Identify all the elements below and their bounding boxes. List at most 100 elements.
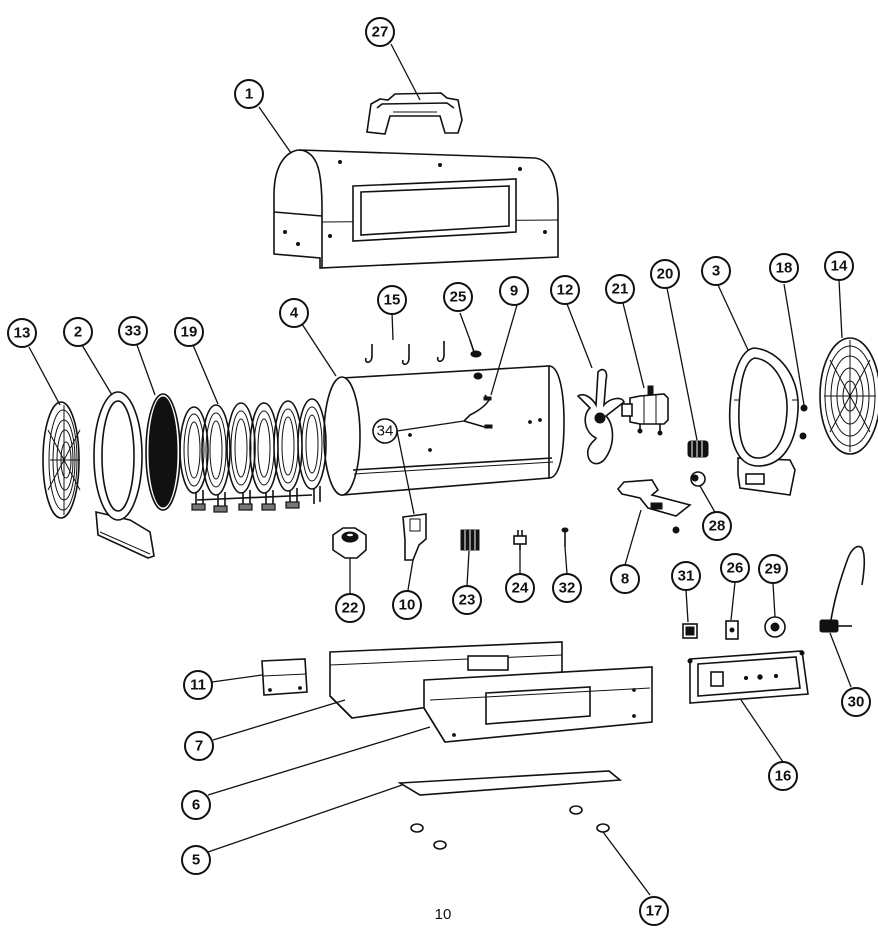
part-5-deflector-plate	[397, 770, 623, 796]
callout-4: 4	[279, 298, 309, 328]
callout-15: 15	[377, 285, 407, 315]
part-21-motor	[621, 385, 669, 436]
part-6-bottom-pan	[423, 666, 653, 743]
callout-7: 7	[184, 731, 214, 761]
svg-text:27: 27	[372, 24, 389, 41]
svg-text:18: 18	[776, 260, 793, 277]
part-27-handle	[366, 92, 463, 135]
callout-5: 5	[181, 845, 211, 875]
callout-22: 22	[335, 593, 365, 623]
part-15-bolts	[364, 341, 445, 366]
svg-text:2: 2	[74, 324, 82, 341]
part-24-connector	[513, 530, 527, 550]
callout-28: 28	[702, 511, 732, 541]
svg-text:30: 30	[848, 694, 865, 711]
callout-18: 18	[769, 253, 799, 283]
part-14-rear-fan-guard	[819, 337, 878, 455]
svg-text:7: 7	[195, 738, 203, 755]
svg-text:5: 5	[192, 852, 200, 869]
callout-17: 17	[639, 896, 669, 926]
callout-3: 3	[701, 256, 731, 286]
part-25-fastener	[469, 339, 482, 358]
callout-9: 9	[499, 276, 529, 306]
part-19-heating-coils	[179, 398, 327, 513]
part-22-thermostat	[332, 527, 367, 559]
callout-11: 11	[183, 670, 213, 700]
callout-8: 8	[610, 564, 640, 594]
part-3-rear-ring	[728, 347, 799, 496]
callout-33: 33	[118, 316, 148, 346]
svg-text:28: 28	[709, 518, 726, 535]
leader-lines	[28, 43, 852, 896]
svg-text:33: 33	[125, 323, 142, 340]
callout-27: 27	[365, 17, 395, 47]
part-12-fan-blade	[576, 368, 625, 465]
part-8-bracket	[616, 479, 692, 534]
part-10-switch-bracket	[402, 513, 427, 561]
callout-16: 16	[768, 761, 798, 791]
callout-30: 30	[841, 687, 871, 717]
callout-31: 31	[671, 561, 701, 591]
callout-25: 25	[443, 282, 473, 312]
page-number: 10	[435, 906, 452, 923]
part-4-body-cylinder	[323, 365, 565, 496]
svg-text:6: 6	[192, 797, 200, 814]
svg-text:9: 9	[510, 283, 518, 300]
svg-text:32: 32	[559, 580, 576, 597]
callout-29: 29	[758, 554, 788, 584]
svg-text:23: 23	[459, 592, 476, 609]
svg-text:34: 34	[377, 423, 394, 440]
part-20-knob	[687, 440, 709, 458]
svg-text:4: 4	[290, 305, 299, 322]
svg-text:8: 8	[621, 571, 629, 588]
svg-text:24: 24	[512, 580, 529, 597]
callout-14: 14	[824, 251, 854, 281]
part-31-switch	[682, 623, 698, 639]
callout-21: 21	[605, 274, 635, 304]
part-23-terminal-block	[460, 529, 480, 551]
svg-text:21: 21	[612, 281, 629, 298]
svg-text:15: 15	[384, 292, 401, 309]
svg-text:12: 12	[557, 282, 574, 299]
callout-23: 23	[452, 585, 482, 615]
part-11-cover-plate	[261, 658, 308, 696]
part-33-filter-disc	[145, 393, 181, 511]
callout-32: 32	[552, 573, 582, 603]
svg-text:3: 3	[712, 263, 720, 280]
svg-text:1: 1	[245, 86, 253, 103]
part-29-knob	[764, 616, 786, 638]
part-30-power-cord	[819, 545, 866, 633]
part-26-plate	[725, 620, 739, 640]
callout-13: 13	[7, 318, 37, 348]
svg-text:25: 25	[450, 289, 467, 306]
part-32-screw	[561, 527, 569, 547]
svg-text:16: 16	[775, 768, 792, 785]
callout-10: 10	[392, 590, 422, 620]
callout-2: 2	[63, 317, 93, 347]
svg-text:29: 29	[765, 561, 782, 578]
part-13-fan-guard-left	[42, 401, 81, 519]
svg-text:20: 20	[657, 266, 674, 283]
callout-19: 19	[174, 317, 204, 347]
svg-text:10: 10	[399, 597, 416, 614]
part-9-wire-leads	[463, 372, 493, 429]
callout-20: 20	[650, 259, 680, 289]
svg-text:31: 31	[678, 568, 695, 585]
svg-text:11: 11	[190, 677, 206, 694]
svg-text:13: 13	[14, 325, 31, 342]
part-2-front-ring	[93, 391, 155, 559]
part-28-small-knob	[690, 471, 706, 487]
part-16-control-panel	[687, 650, 809, 704]
callout-6: 6	[181, 790, 211, 820]
callout-12: 12	[550, 275, 580, 305]
part-18-screws	[799, 404, 808, 440]
svg-text:26: 26	[727, 560, 744, 577]
svg-text:17: 17	[646, 903, 663, 920]
callout-26: 26	[720, 553, 750, 583]
callout-24: 24	[505, 573, 535, 603]
part-1-top-housing	[273, 149, 559, 269]
callout-34: 34	[372, 418, 398, 444]
svg-text:19: 19	[181, 324, 198, 341]
part-17-feet	[410, 805, 610, 850]
